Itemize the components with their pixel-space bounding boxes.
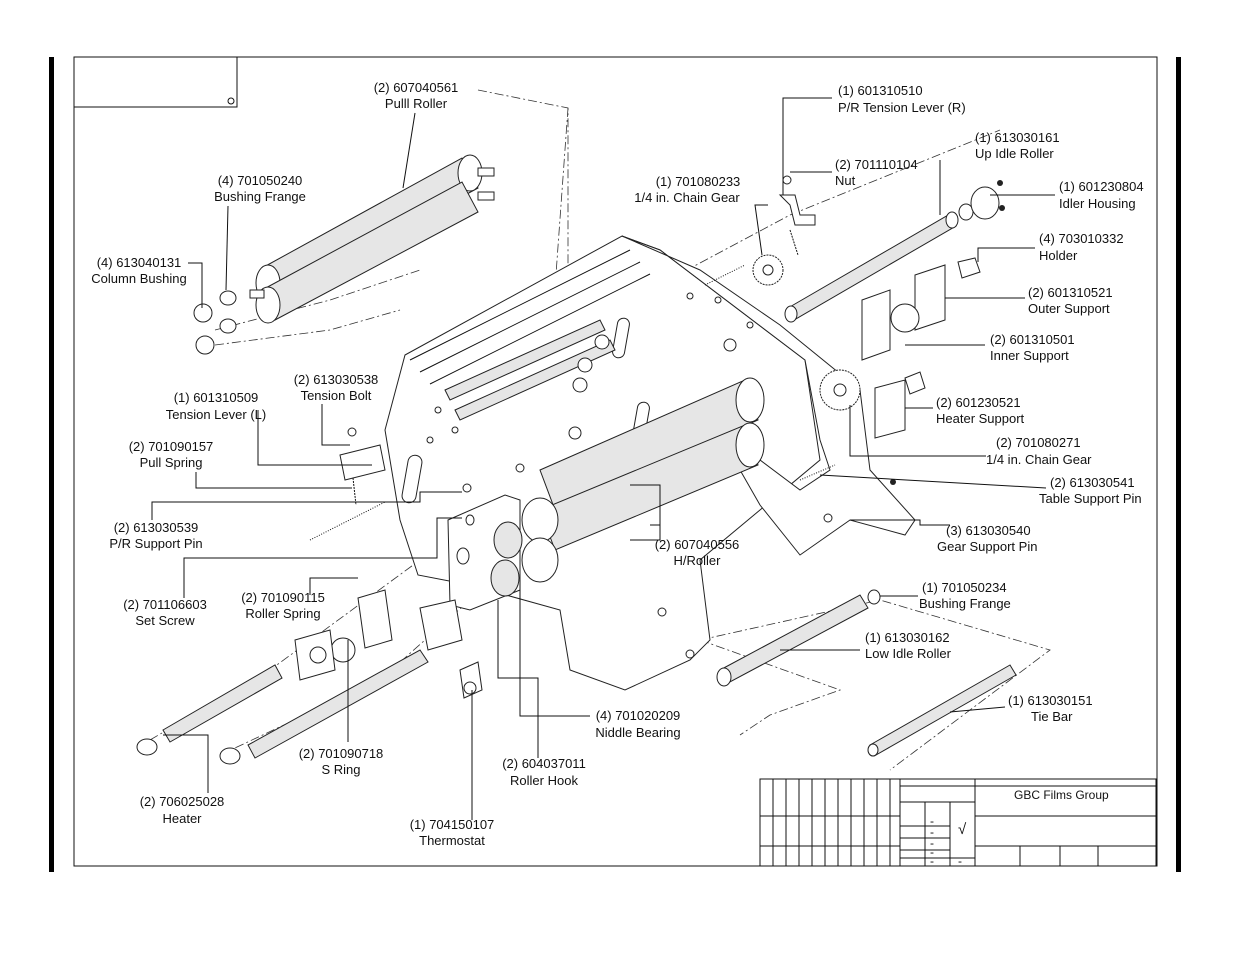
callout-chain-gear-large-name: 1/4 in. Chain Gear [986, 452, 1092, 467]
dash-6: - [958, 854, 962, 868]
callout-niddle-bearing-part: (4) 701020209 [596, 708, 681, 723]
company-name: GBC Films Group [1014, 788, 1109, 802]
callout-low-idle-roller-name: Low Idle Roller [865, 646, 952, 661]
callout-nut-part: (2) 701110104 [835, 157, 918, 172]
callout-s-ring-name: S Ring [321, 762, 360, 777]
right-margin-bar [1176, 57, 1181, 872]
revision-box [73, 56, 238, 108]
dash-3: - [930, 836, 934, 850]
callout-tension-lever-l-name: Tension Lever (L) [166, 407, 266, 422]
assembly-drawing [136, 89, 1051, 771]
callout-low-idle-roller-part: (1) 613030162 [865, 630, 950, 645]
callout-thermostat-name: Thermostat [419, 833, 485, 848]
callout-set-screw-name: Set Screw [135, 613, 195, 628]
callout-gear-support-pin-name: Gear Support Pin [937, 539, 1037, 554]
heater-pair [136, 629, 429, 765]
dash-2: - [930, 825, 934, 839]
callout-heater-part: (2) 706025028 [140, 794, 225, 809]
callout-up-idle-roller-part: (1) 613030161 [975, 130, 1060, 145]
callout-set-screw-part: (2) 701106603 [123, 597, 207, 612]
callout-holder-name: Holder [1039, 248, 1078, 263]
callout-outer-support-part: (2) 601310521 [1028, 285, 1113, 300]
callout-idler-housing-name: Idler Housing [1059, 196, 1136, 211]
callout-table-support-pin-name: Table Support Pin [1039, 491, 1142, 506]
callout-tie-bar-part: (1) 613030151 [1008, 693, 1093, 708]
dash-4: - [930, 845, 934, 859]
callout-table-support-pin-part: (2) 613030541 [1050, 475, 1135, 490]
callout-pull-roller-part: (2) 607040561 [374, 80, 459, 95]
callout-roller-hook-part: (2) 604037011 [502, 756, 586, 771]
dash-5: - [930, 854, 934, 868]
callout-thermostat-part: (1) 704150107 [410, 817, 495, 832]
callout-tension-bolt-part: (2) 613030538 [294, 372, 379, 387]
callout-inner-support-name: Inner Support [990, 348, 1069, 363]
left-margin-bar [49, 57, 54, 872]
callout-pr-tension-lever-r-name: P/R Tension Lever (R) [838, 100, 966, 115]
callout-tie-bar-name: Tie Bar [1031, 709, 1073, 724]
callout-heater-name: Heater [162, 811, 202, 826]
callout-column-bushing-name: Column Bushing [91, 271, 186, 286]
callout-chain-gear-small-part: (1) 701080233 [656, 174, 741, 189]
dash-1: - [930, 814, 934, 828]
title-block: GBC Films Group √ - - - - - - [759, 778, 1157, 868]
callout-up-idle-roller-name: Up Idle Roller [975, 146, 1054, 161]
callout-column-bushing-part: (4) 613040131 [97, 255, 182, 270]
callout-s-ring-part: (2) 701090718 [299, 746, 384, 761]
callout-roller-hook-name: Roller Hook [510, 773, 578, 788]
drawing-border [73, 56, 1158, 867]
callout-pr-tension-lever-r-part: (1) 601310510 [838, 83, 923, 98]
callout-h-roller-part: (2) 607040556 [655, 537, 740, 552]
callout-roller-spring-name: Roller Spring [245, 606, 320, 621]
h-roller-pair [539, 377, 765, 551]
leader-lines [151, 97, 1055, 820]
callout-holder-part: (4) 703010332 [1039, 231, 1124, 246]
callout-roller-spring-part: (2) 701090115 [241, 590, 325, 605]
callout-pr-support-pin-part: (2) 613030539 [114, 520, 199, 535]
callout-bushing-frange-4-part: (4) 701050240 [218, 173, 303, 188]
callout-gear-support-pin-part: (3) 613030540 [946, 523, 1031, 538]
callout-pull-spring-part: (2) 701090157 [129, 439, 214, 454]
callout-heater-support-part: (2) 601230521 [936, 395, 1021, 410]
callout-nut-name: Nut [835, 173, 856, 188]
callout-niddle-bearing-name: Niddle Bearing [595, 725, 680, 740]
callout-bushing-frange-1-name: Bushing Frange [919, 596, 1011, 611]
callout-pr-support-pin-name: P/R Support Pin [109, 536, 202, 551]
callout-heater-support-name: Heater Support [936, 411, 1025, 426]
callout-chain-gear-small-name: 1/4 in. Chain Gear [634, 190, 740, 205]
callout-tension-bolt-name: Tension Bolt [301, 388, 372, 403]
callout-inner-support-part: (2) 601310501 [990, 332, 1075, 347]
callout-bushing-frange-1-part: (1) 701050234 [922, 580, 1007, 595]
callout-pull-spring-name: Pull Spring [140, 455, 203, 470]
callout-bushing-frange-4-name: Bushing Frange [214, 189, 306, 204]
callout-labels: (2) 607040561 Pulll Roller (4) 701050240… [91, 80, 1143, 848]
callout-idler-housing-part: (1) 601230804 [1059, 179, 1144, 194]
callout-h-roller-name: H/Roller [674, 553, 722, 568]
callout-chain-gear-large-part: (2) 701080271 [996, 435, 1081, 450]
check-mark: √ [958, 821, 967, 838]
up-idle-roller [784, 180, 1005, 323]
callout-outer-support-name: Outer Support [1028, 301, 1110, 316]
bearing-block [447, 494, 559, 611]
callout-pull-roller-name: Pulll Roller [385, 96, 448, 111]
pull-roller-pair [249, 154, 495, 324]
callout-tension-lever-l-part: (1) 601310509 [174, 390, 259, 405]
